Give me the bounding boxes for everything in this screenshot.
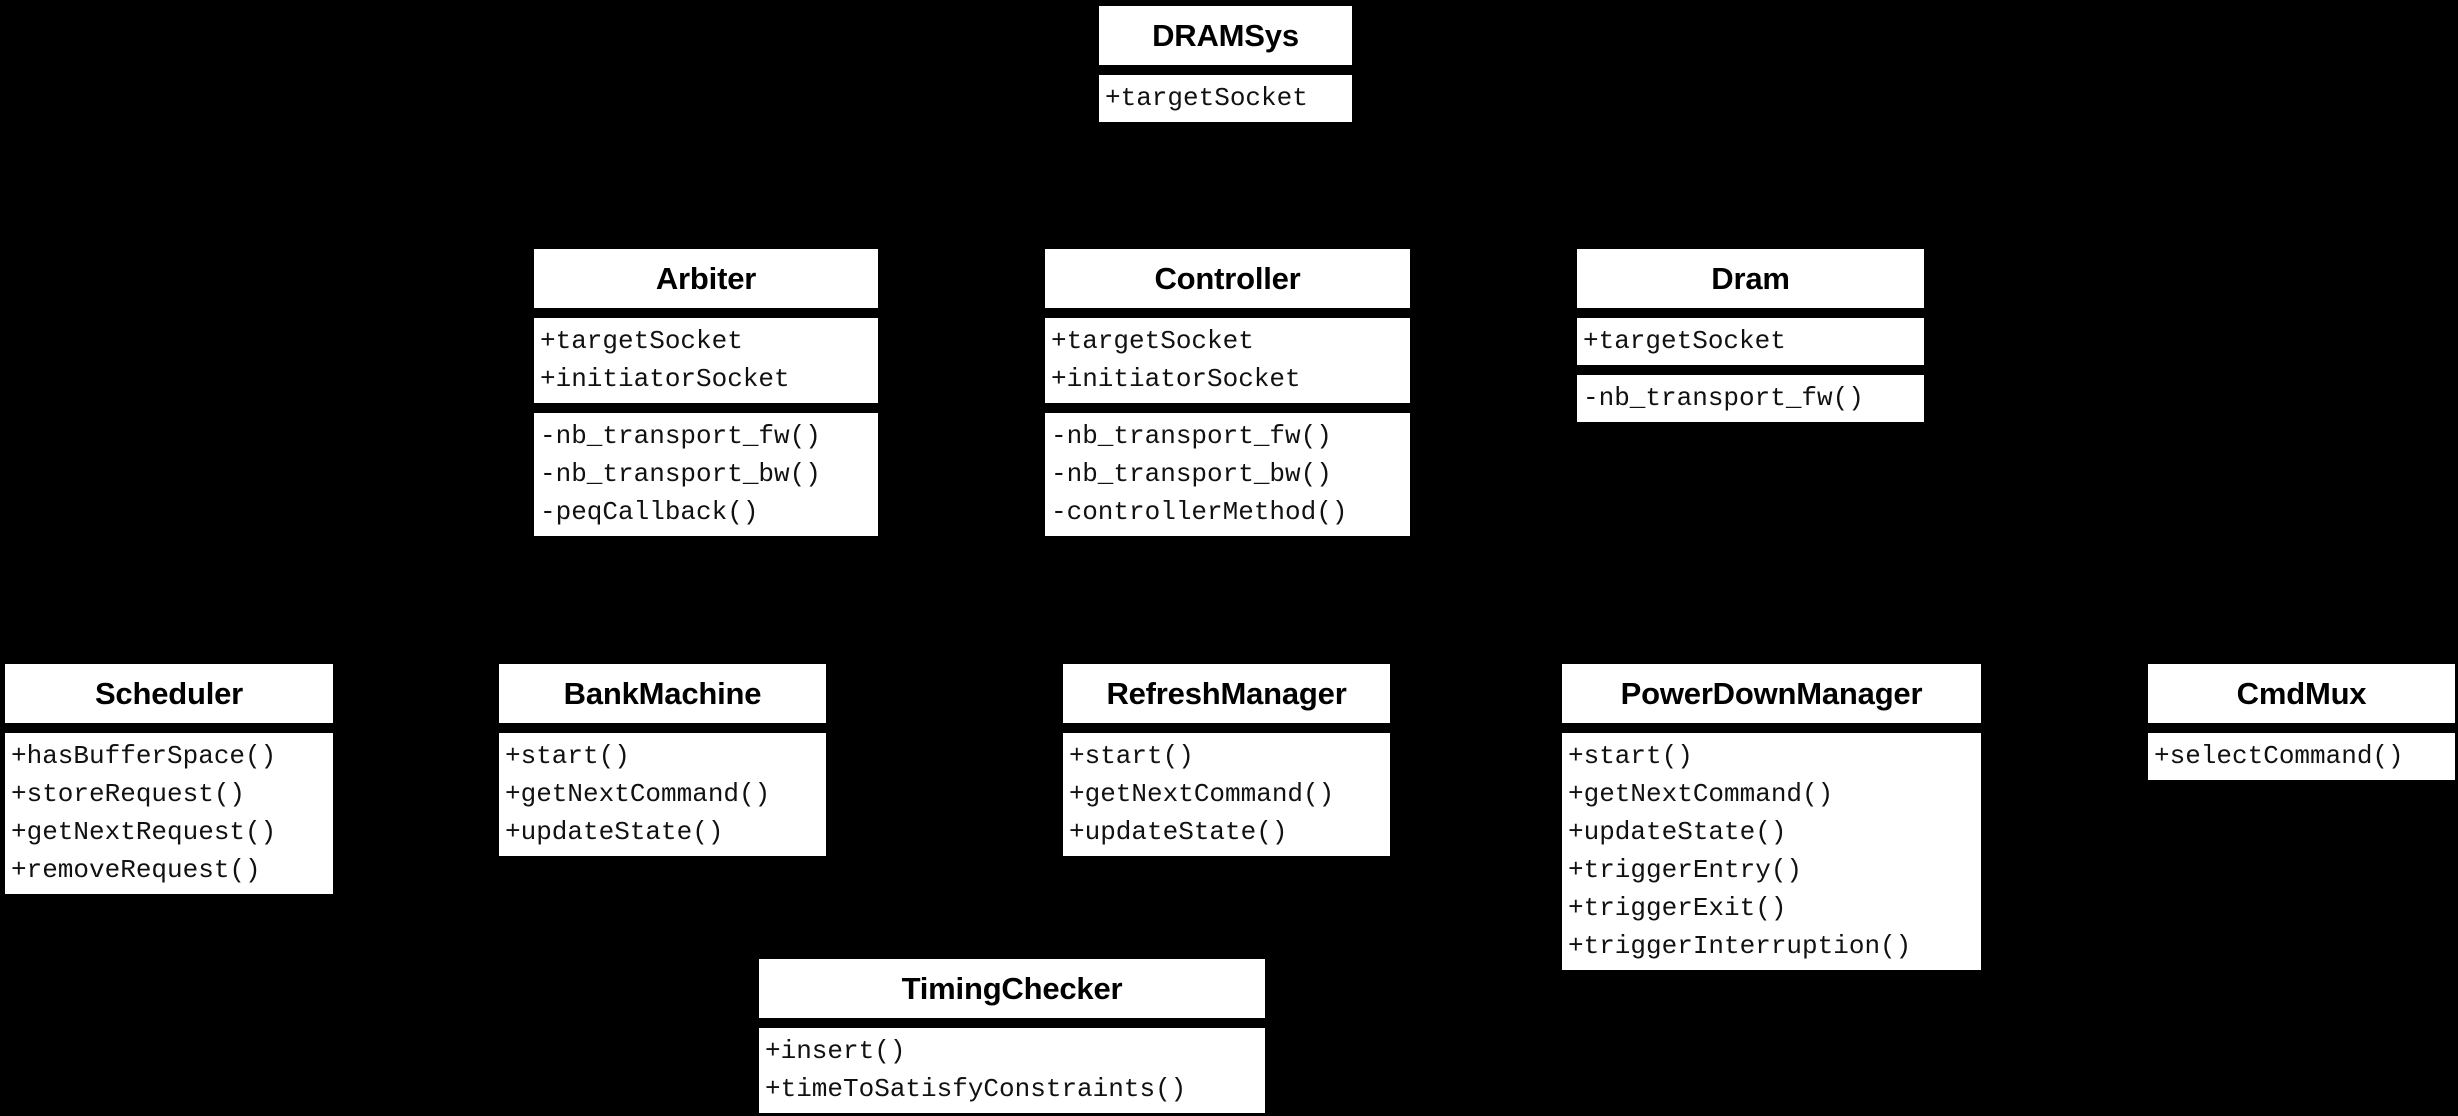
class-title-cmdmux: CmdMux — [2145, 661, 2458, 726]
class-member: +getNextRequest() — [11, 817, 277, 847]
class-methods-controller: -nb_transport_fw() -nb_transport_bw() -c… — [1042, 410, 1413, 539]
class-member: +initiatorSocket — [540, 364, 790, 394]
class-member: +triggerEntry() — [1568, 855, 1803, 885]
class-member: +getNextCommand() — [1568, 779, 1834, 809]
class-methods-powerdownmanager: +start() +getNextCommand() +updateState(… — [1559, 730, 1984, 973]
class-methods-arbiter: -nb_transport_fw() -nb_transport_bw() -p… — [531, 410, 881, 539]
class-title-dram: Dram — [1574, 246, 1927, 311]
class-member: +initiatorSocket — [1051, 364, 1301, 394]
class-attributes-arbiter: +targetSocket +initiatorSocket — [531, 315, 881, 406]
class-box-dram[interactable]: Dram +targetSocket -nb_transport_fw() — [1574, 246, 1927, 425]
class-box-timingchecker[interactable]: TimingChecker +insert() +timeToSatisfyCo… — [756, 956, 1268, 1116]
class-title-arbiter: Arbiter — [531, 246, 881, 311]
class-box-dramsys[interactable]: DRAMSys +targetSocket — [1096, 3, 1355, 125]
class-title-controller: Controller — [1042, 246, 1413, 311]
class-title-powerdownmanager: PowerDownManager — [1559, 661, 1984, 726]
class-member: +removeRequest() — [11, 855, 261, 885]
class-title-refreshmanager: RefreshManager — [1060, 661, 1393, 726]
class-member: +targetSocket — [1105, 83, 1308, 113]
class-box-powerdownmanager[interactable]: PowerDownManager +start() +getNextComman… — [1559, 661, 1984, 973]
class-member: -peqCallback() — [540, 497, 759, 527]
class-methods-timingchecker: +insert() +timeToSatisfyConstraints() — [756, 1025, 1268, 1116]
class-attributes-dramsys: +targetSocket — [1096, 72, 1355, 125]
class-member: +targetSocket — [1051, 326, 1254, 356]
class-member: +getNextCommand() — [1069, 779, 1335, 809]
class-member: +updateState() — [505, 817, 724, 847]
class-member: +targetSocket — [1583, 326, 1786, 356]
class-title-scheduler: Scheduler — [2, 661, 336, 726]
class-box-bankmachine[interactable]: BankMachine +start() +getNextCommand() +… — [496, 661, 829, 859]
class-box-scheduler[interactable]: Scheduler +hasBufferSpace() +storeReques… — [2, 661, 336, 897]
class-member: -nb_transport_fw() — [540, 421, 821, 451]
class-title-bankmachine: BankMachine — [496, 661, 829, 726]
class-attributes-dram: +targetSocket — [1574, 315, 1927, 368]
class-methods-scheduler: +hasBufferSpace() +storeRequest() +getNe… — [2, 730, 336, 897]
class-attributes-controller: +targetSocket +initiatorSocket — [1042, 315, 1413, 406]
class-member: +updateState() — [1069, 817, 1288, 847]
class-member: +getNextCommand() — [505, 779, 771, 809]
class-methods-dram: -nb_transport_fw() — [1574, 372, 1927, 425]
class-member: -nb_transport_bw() — [1051, 459, 1332, 489]
class-box-arbiter[interactable]: Arbiter +targetSocket +initiatorSocket -… — [531, 246, 881, 539]
class-member: -nb_transport_fw() — [1051, 421, 1332, 451]
class-box-refreshmanager[interactable]: RefreshManager +start() +getNextCommand(… — [1060, 661, 1393, 859]
class-methods-bankmachine: +start() +getNextCommand() +updateState(… — [496, 730, 829, 859]
class-box-cmdmux[interactable]: CmdMux +selectCommand() — [2145, 661, 2458, 783]
class-member: +selectCommand() — [2154, 741, 2404, 771]
class-member: -nb_transport_bw() — [540, 459, 821, 489]
class-member: +start() — [505, 741, 630, 771]
class-member: +triggerExit() — [1568, 893, 1787, 923]
class-box-controller[interactable]: Controller +targetSocket +initiatorSocke… — [1042, 246, 1413, 539]
class-member: -nb_transport_fw() — [1583, 383, 1864, 413]
class-member: +triggerInterruption() — [1568, 931, 1912, 961]
class-member: +targetSocket — [540, 326, 743, 356]
class-member: +updateState() — [1568, 817, 1787, 847]
class-title-timingchecker: TimingChecker — [756, 956, 1268, 1021]
class-member: +insert() — [765, 1036, 906, 1066]
class-member: -controllerMethod() — [1051, 497, 1348, 527]
class-member: +storeRequest() — [11, 779, 246, 809]
class-member: +start() — [1069, 741, 1194, 771]
class-methods-cmdmux: +selectCommand() — [2145, 730, 2458, 783]
class-title-dramsys: DRAMSys — [1096, 3, 1355, 68]
class-methods-refreshmanager: +start() +getNextCommand() +updateState(… — [1060, 730, 1393, 859]
class-member: +timeToSatisfyConstraints() — [765, 1074, 1187, 1104]
class-member: +hasBufferSpace() — [11, 741, 277, 771]
class-member: +start() — [1568, 741, 1693, 771]
